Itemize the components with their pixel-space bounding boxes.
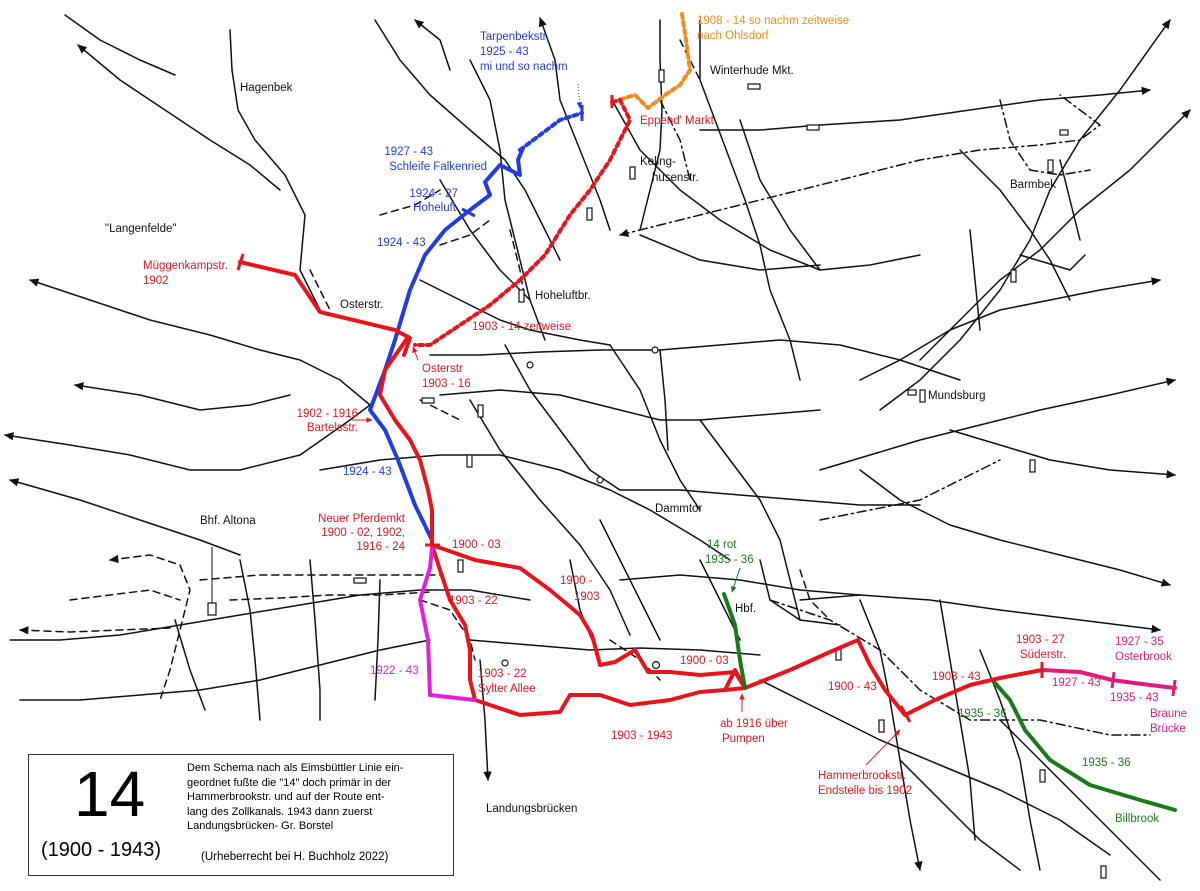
legend-desc-line: geordnet fußte die "14" doch primär in d… bbox=[187, 776, 392, 789]
label-winterhude: Winterhude Mkt. bbox=[710, 65, 794, 77]
label-red-1903-43: 1903 - 43 bbox=[932, 671, 981, 683]
label-landungs: Landungsbrücken bbox=[486, 803, 577, 815]
label-hbf: Hbf. bbox=[735, 603, 756, 615]
route-red-pumpen bbox=[723, 668, 747, 692]
legend-line-number: 14 bbox=[74, 758, 146, 830]
legend-years: (1900 - 1943) bbox=[41, 839, 162, 861]
label-red-1903-1943: 1903 - 1943 bbox=[611, 730, 672, 742]
pointer-arrows bbox=[211, 83, 901, 766]
route-red-1903-22 bbox=[430, 543, 747, 717]
label-billbrook: Billbrook bbox=[1115, 813, 1159, 825]
label-pink-1927-43: 1927 - 43 bbox=[1052, 677, 1101, 689]
label-red-1903-14: 1903 - 14 zeitweise bbox=[472, 321, 571, 333]
label-osterstr-black: Osterstr. bbox=[340, 299, 383, 311]
label-langenfelde: "Langenfelde" bbox=[105, 223, 176, 235]
label-red-1903-22: 1903 - 22 bbox=[449, 595, 498, 607]
route-green-hbf bbox=[722, 592, 747, 690]
label-red-1900-1903: 1900 -1903 bbox=[560, 575, 600, 603]
label-hammerbrook: Hammerbrookstr.Endstelle bis 1902 bbox=[818, 770, 912, 797]
legend-desc-line: lang des Zollkanals. 1943 dann zuerst bbox=[187, 805, 373, 818]
label-mueggenkamp: Müggenkampstr.1902 bbox=[143, 260, 228, 287]
route-red-eppendorf bbox=[413, 98, 632, 347]
label-magenta-1922: 1922 - 43 bbox=[370, 665, 419, 677]
label-eppendorf: Eppend' Markt bbox=[640, 115, 715, 127]
label-barmbek: Barmbek bbox=[1010, 179, 1056, 191]
label-kelinghusen: Keling-husenstr. bbox=[640, 156, 699, 184]
route-red-bartels bbox=[378, 338, 434, 547]
label-hagenbek: Hagenbek bbox=[240, 82, 293, 94]
label-pink-1935-43: 1935 - 43 bbox=[1110, 692, 1159, 704]
legend-desc-line: Landungsbrücken- Gr. Borstel bbox=[187, 820, 334, 833]
legend-description: Dem Schema nach als Eimsbüttler Linie ei… bbox=[187, 761, 449, 834]
label-dammtor: Dammtor bbox=[655, 503, 702, 515]
route-blue-tarpenbek bbox=[518, 111, 584, 152]
label-green-1935-36-b: 1935 - 36 bbox=[1082, 757, 1131, 769]
label-blue-1924-a: 1924 - 43 bbox=[377, 237, 426, 249]
network-lines bbox=[3, 14, 1191, 881]
label-blue-1924-b: 1924 - 43 bbox=[343, 466, 392, 478]
route-blue-1924 bbox=[368, 146, 525, 542]
label-altona: Bhf. Altona bbox=[200, 515, 256, 527]
label-red-1900-43: 1900 - 43 bbox=[828, 681, 877, 693]
legend-desc-line: Dem Schema nach als Eimsbüttler Linie ei… bbox=[187, 762, 404, 774]
route-red-mueggenkamp bbox=[238, 260, 412, 357]
legend-desc-line: Hammerbrookstr. und auf der Route ent- bbox=[187, 791, 385, 804]
route-orange-ohlsdorf bbox=[616, 12, 692, 110]
route-red-1900-03 bbox=[430, 543, 747, 690]
route-overlays bbox=[236, 12, 1177, 812]
label-red-1900-03-a: 1900 - 03 bbox=[452, 539, 501, 551]
route-red-1903-43 bbox=[743, 638, 1044, 717]
legend-copyright: (Urheberrecht bei H. Buchholz 2022) bbox=[201, 851, 389, 863]
label-red-1900-03-b: 1900 - 03 bbox=[680, 655, 729, 667]
legend-box: 14 (1900 - 1943) Dem Schema nach als Eim… bbox=[28, 754, 454, 876]
label-hoheluftbr: Hoheluftbr. bbox=[535, 290, 591, 302]
route-green-billbrook bbox=[993, 681, 1177, 812]
label-mundsburg: Mundsburg bbox=[928, 390, 986, 402]
label-green-1935-36-a: 1935 - 36 bbox=[958, 708, 1007, 720]
route-magenta-1922 bbox=[418, 546, 477, 702]
